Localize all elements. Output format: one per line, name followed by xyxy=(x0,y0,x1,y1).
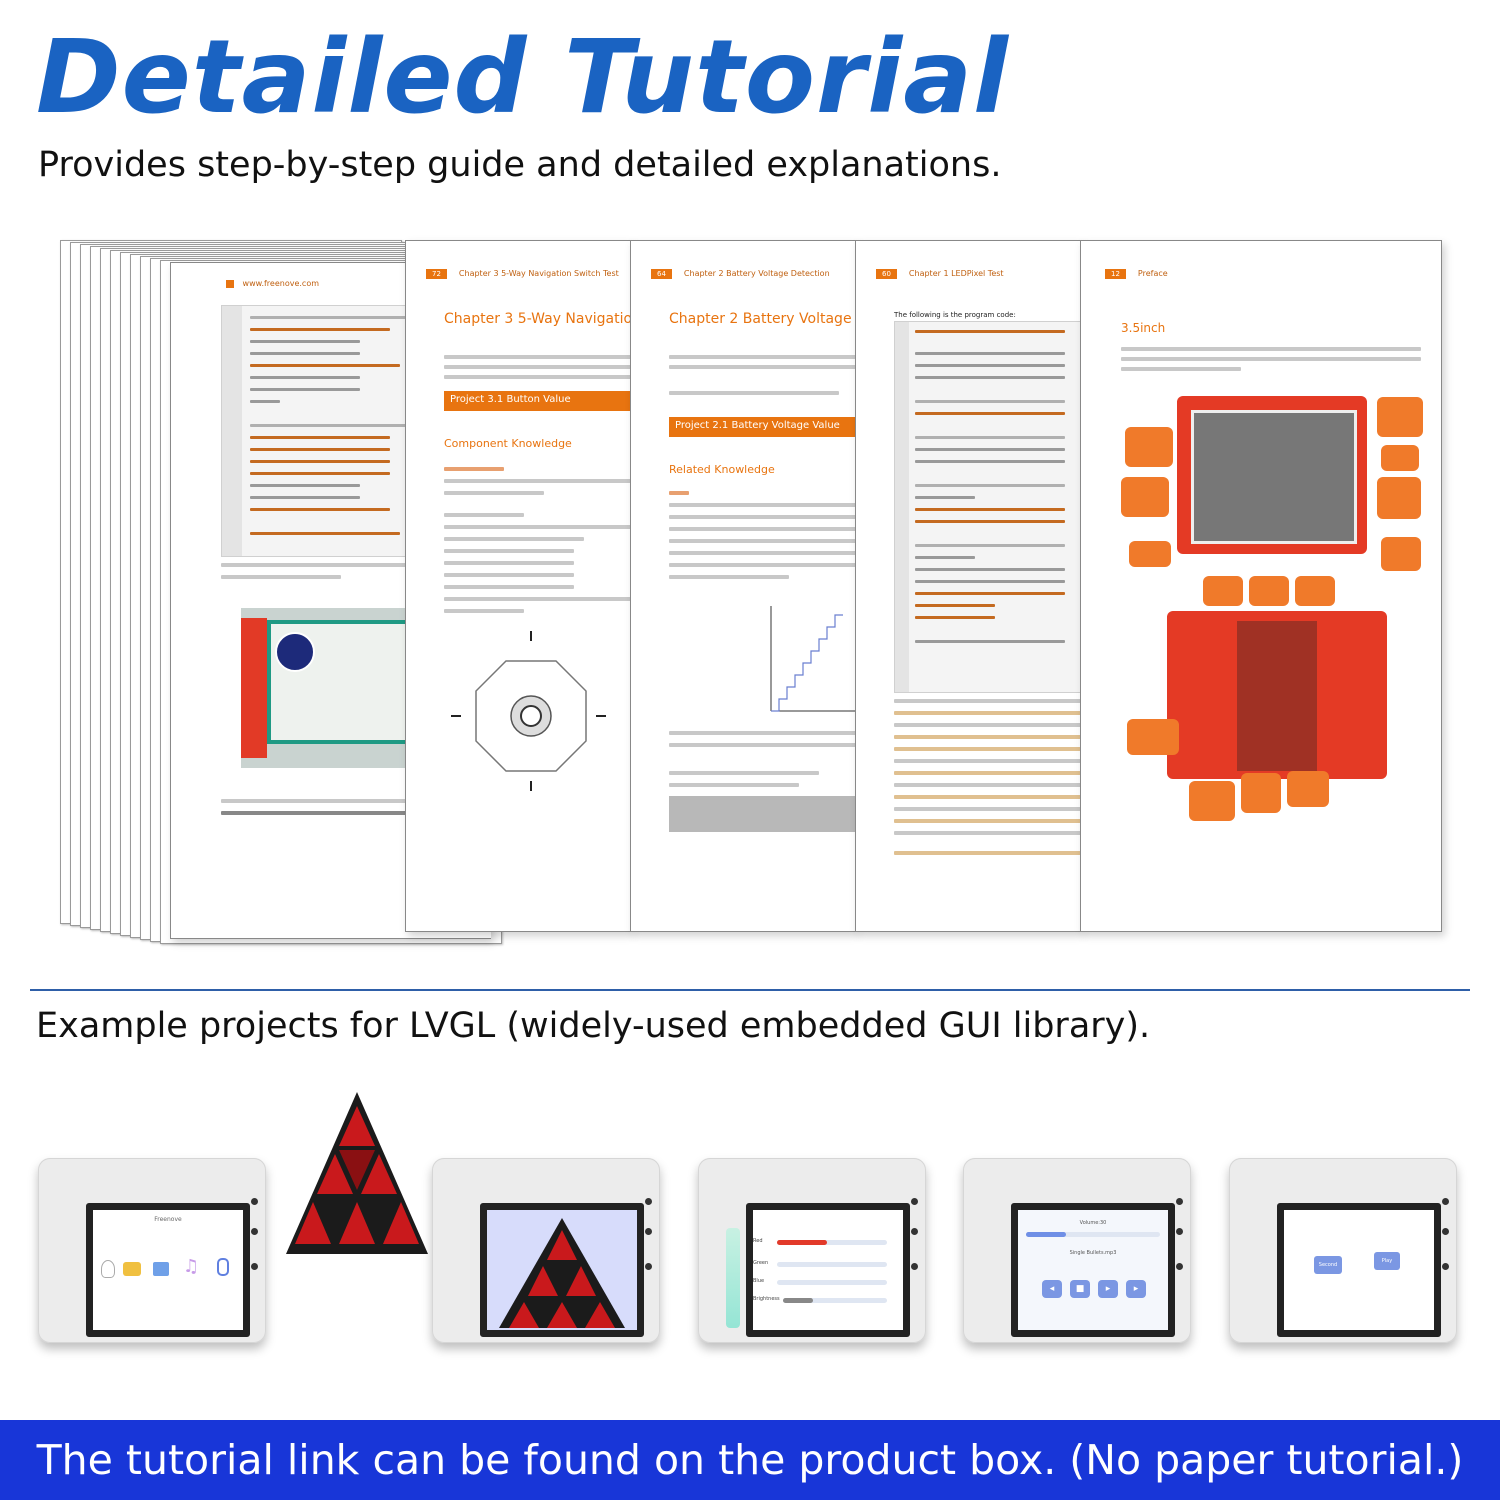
device-menu: Freenove ♫ xyxy=(38,1158,266,1343)
image-icon xyxy=(153,1262,169,1276)
page-subtitle: Provides step-by-step guide and detailed… xyxy=(38,145,1002,185)
camera-icon xyxy=(123,1262,141,1276)
second-button[interactable]: Second xyxy=(1314,1256,1342,1274)
device-screen: Volume:30 Single Bullets.mp3 ◂ ■ ▸ ▸ xyxy=(1011,1203,1175,1337)
footer-text: The tutorial link can be found on the pr… xyxy=(36,1436,1464,1484)
lvgl-heading: Example projects for LVGL (widely-used e… xyxy=(36,1006,1151,1046)
knowledge-heading: Related Knowledge xyxy=(669,463,775,476)
volume-label: Volume:30 xyxy=(1079,1220,1107,1226)
board-diagram-bottom xyxy=(1167,611,1387,779)
device-pyraminx xyxy=(432,1158,660,1343)
device-screen xyxy=(480,1203,644,1337)
project-bar: Project 3.1 Button Value xyxy=(444,391,631,411)
play-button[interactable]: Play xyxy=(1374,1252,1400,1270)
slider-label-red: Red xyxy=(753,1238,763,1244)
device-music: Volume:30 Single Bullets.mp3 ◂ ■ ▸ ▸ xyxy=(963,1158,1191,1343)
device-screen: Second Play xyxy=(1277,1203,1441,1337)
previous-button[interactable]: ◂ xyxy=(1042,1280,1062,1298)
screen-title: Freenove xyxy=(154,1216,182,1223)
device-buttons: Second Play xyxy=(1229,1158,1457,1343)
slider-label-green: Green xyxy=(753,1260,769,1266)
code-intro: The following is the program code: xyxy=(894,311,1016,319)
page-url: www.freenove.com xyxy=(242,279,320,288)
formula-box xyxy=(669,796,856,832)
adc-staircase-diagram xyxy=(770,606,856,712)
device-rgb: Red Green Blue Brightness xyxy=(698,1158,926,1343)
play-button[interactable]: ▸ xyxy=(1098,1280,1118,1298)
bulb-icon xyxy=(101,1260,115,1278)
next-button[interactable]: ▸ xyxy=(1126,1280,1146,1298)
pause-button[interactable]: ■ xyxy=(1070,1280,1090,1298)
project-bar: Project 2.1 Battery Voltage Value xyxy=(669,417,856,437)
track-name: Single Bullets.mp3 xyxy=(1069,1250,1117,1256)
pyraminx-image xyxy=(286,1092,428,1254)
slider-label-blue: Blue xyxy=(753,1278,765,1284)
device-screen: Freenove ♫ xyxy=(86,1203,250,1337)
pyraminx-screen-image xyxy=(499,1218,625,1328)
section-divider xyxy=(30,989,1470,991)
slider-label-brightness: Brightness xyxy=(753,1296,780,1302)
led-glow xyxy=(726,1228,740,1328)
microphone-icon xyxy=(217,1258,229,1276)
music-icon: ♫ xyxy=(183,1256,200,1277)
switch-diagram xyxy=(451,631,606,791)
page-title: Detailed Tutorial xyxy=(36,18,1010,137)
preface-heading: 3.5inch xyxy=(1121,321,1166,335)
knowledge-heading: Component Knowledge xyxy=(444,437,572,450)
device-screen: Red Green Blue Brightness xyxy=(746,1203,910,1337)
chapter-heading: Chapter 3 5-Way Navigation S xyxy=(444,311,631,327)
chapter-heading: Chapter 2 Battery Voltage Dete xyxy=(669,311,856,327)
footer-banner: The tutorial link can be found on the pr… xyxy=(0,1420,1500,1500)
board-diagram-top xyxy=(1177,396,1367,554)
